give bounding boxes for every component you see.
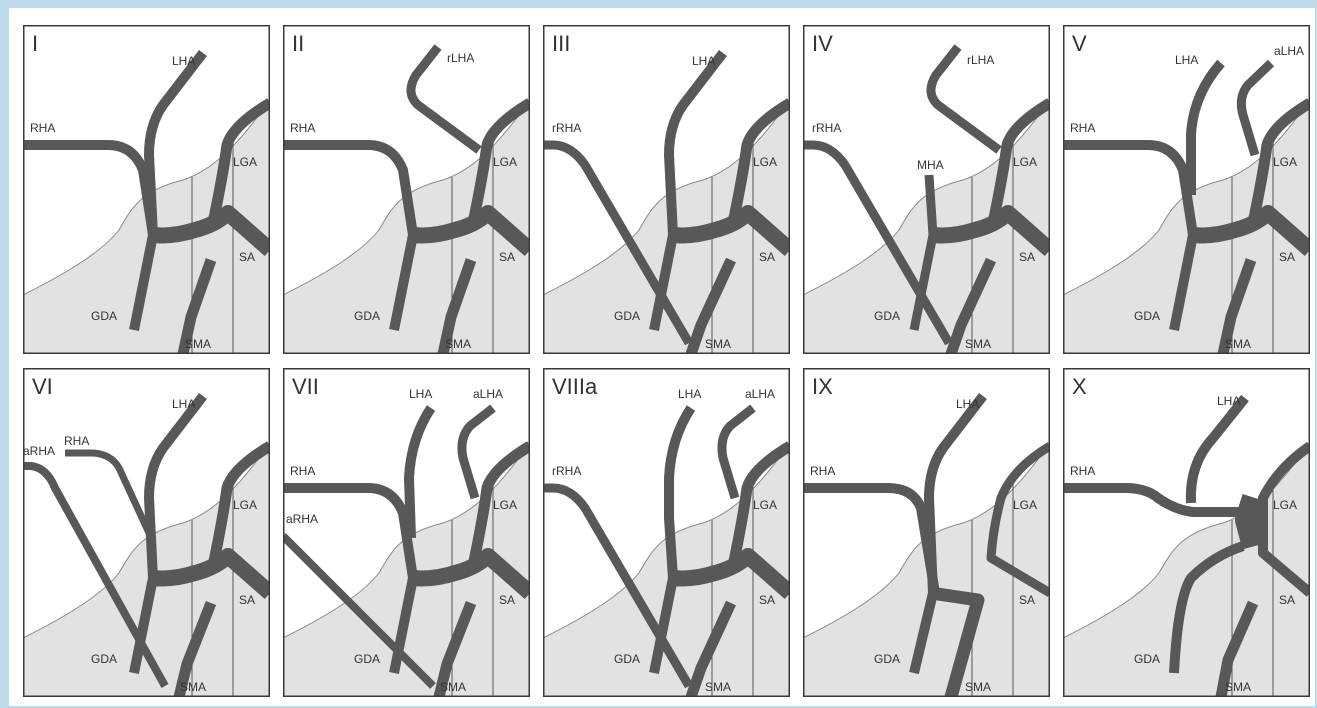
- label-mha: MHA: [917, 159, 944, 171]
- label-sma: SMA: [705, 681, 731, 693]
- label-lha: LHA: [692, 55, 715, 67]
- panel-drawing: [543, 25, 790, 354]
- label-sma: SMA: [1225, 681, 1251, 693]
- label-sma: SMA: [180, 681, 206, 693]
- label-lha: LHA: [1217, 395, 1240, 407]
- label-sma: SMA: [440, 681, 466, 693]
- label-lga: LGA: [233, 156, 257, 168]
- panel-numeral: X: [1072, 374, 1087, 400]
- label-sa: SA: [1019, 594, 1035, 606]
- label-lga: LGA: [753, 156, 777, 168]
- label-lga: LGA: [493, 156, 517, 168]
- label-alha: aLHA: [745, 388, 775, 400]
- label-lha: LHA: [956, 398, 979, 410]
- panel-numeral: IV: [812, 31, 833, 57]
- label-sa: SA: [499, 594, 515, 606]
- label-rha: RHA: [30, 122, 55, 134]
- label-alha: aLHA: [1274, 45, 1304, 57]
- label-rrha: rRHA: [552, 465, 581, 477]
- label-lga: LGA: [233, 499, 257, 511]
- label-sma: SMA: [185, 338, 211, 350]
- label-rha: RHA: [64, 435, 89, 447]
- panel-drawing: [543, 368, 790, 697]
- label-lga: LGA: [1273, 499, 1297, 511]
- panel-drawing: [803, 25, 1050, 354]
- label-lga: LGA: [753, 499, 777, 511]
- label-lha: LHA: [409, 388, 432, 400]
- label-lha: LHA: [678, 388, 701, 400]
- panel-numeral: II: [292, 31, 304, 57]
- label-sa: SA: [1019, 251, 1035, 263]
- label-rha: RHA: [1070, 465, 1095, 477]
- label-gda: GDA: [1134, 653, 1160, 665]
- panel-type-7: VII LHA aLHA RHA aRHA LGA SA GDA SMA: [283, 368, 530, 697]
- label-rrha: rRHA: [812, 122, 841, 134]
- panel-type-6: VI LHA RHA aRHA LGA SA GDA SMA: [23, 368, 270, 697]
- panel-numeral: IX: [812, 374, 833, 400]
- label-rlha: rLHA: [447, 52, 474, 64]
- label-gda: GDA: [874, 310, 900, 322]
- panel-drawing: [283, 368, 530, 697]
- label-lha: LHA: [172, 398, 195, 410]
- label-alha: aLHA: [473, 388, 503, 400]
- label-sa: SA: [499, 251, 515, 263]
- label-sma: SMA: [965, 338, 991, 350]
- panel-type-5: V LHA aLHA RHA LGA SA GDA SMA: [1063, 25, 1310, 354]
- panel-type-1: I LHA RHA LGA SA GDA SMA: [23, 25, 270, 354]
- label-lha: LHA: [1175, 54, 1198, 66]
- label-sa: SA: [1279, 594, 1295, 606]
- panel-drawing: [1063, 368, 1310, 697]
- panel-numeral: V: [1072, 31, 1087, 57]
- label-gda: GDA: [354, 310, 380, 322]
- label-lga: LGA: [493, 499, 517, 511]
- panel-numeral: I: [32, 31, 38, 57]
- label-sa: SA: [239, 251, 255, 263]
- panel-numeral: III: [552, 31, 570, 57]
- label-sma: SMA: [705, 338, 731, 350]
- label-rrha: rRHA: [552, 122, 581, 134]
- label-arha: aRHA: [286, 513, 318, 525]
- label-rha: RHA: [810, 465, 835, 477]
- panel-type-2: II rLHA RHA LGA SA GDA SMA: [283, 25, 530, 354]
- label-sa: SA: [759, 594, 775, 606]
- label-sma: SMA: [965, 681, 991, 693]
- label-gda: GDA: [354, 653, 380, 665]
- panel-drawing: [1063, 25, 1310, 354]
- label-rha: RHA: [290, 122, 315, 134]
- panel-type-3: III LHA rRHA LGA SA GDA SMA: [543, 25, 790, 354]
- label-sma: SMA: [445, 338, 471, 350]
- panel-type-4: IV rLHA rRHA MHA LGA SA GDA SMA: [803, 25, 1050, 354]
- label-arha: aRHA: [23, 445, 55, 457]
- label-sa: SA: [1279, 251, 1295, 263]
- label-gda: GDA: [1134, 310, 1160, 322]
- label-rha: RHA: [1070, 122, 1095, 134]
- panel-drawing: [283, 25, 530, 354]
- label-lga: LGA: [1013, 156, 1037, 168]
- label-rha: RHA: [290, 465, 315, 477]
- panel-drawing: [803, 368, 1050, 697]
- label-rlha: rLHA: [967, 54, 994, 66]
- label-sma: SMA: [1225, 338, 1251, 350]
- label-gda: GDA: [91, 310, 117, 322]
- label-gda: GDA: [614, 653, 640, 665]
- panel-numeral: VI: [32, 374, 53, 400]
- label-sa: SA: [239, 594, 255, 606]
- panel-drawing: [23, 368, 270, 697]
- label-lga: LGA: [1013, 499, 1037, 511]
- panel-type-10: X LHA RHA LGA SA GDA SMA: [1063, 368, 1310, 697]
- label-lha: LHA: [172, 55, 195, 67]
- label-gda: GDA: [874, 653, 900, 665]
- panel-drawing: [23, 25, 270, 354]
- label-lga: LGA: [1273, 156, 1297, 168]
- panel-numeral: VII: [292, 374, 319, 400]
- panel-numeral: VIIIa: [552, 374, 597, 400]
- label-sa: SA: [759, 251, 775, 263]
- label-gda: GDA: [91, 653, 117, 665]
- panel-type-8a: VIIIa LHA aLHA rRHA LGA SA GDA SMA: [543, 368, 790, 697]
- panel-type-9: IX LHA RHA LGA SA GDA SMA: [803, 368, 1050, 697]
- label-gda: GDA: [614, 310, 640, 322]
